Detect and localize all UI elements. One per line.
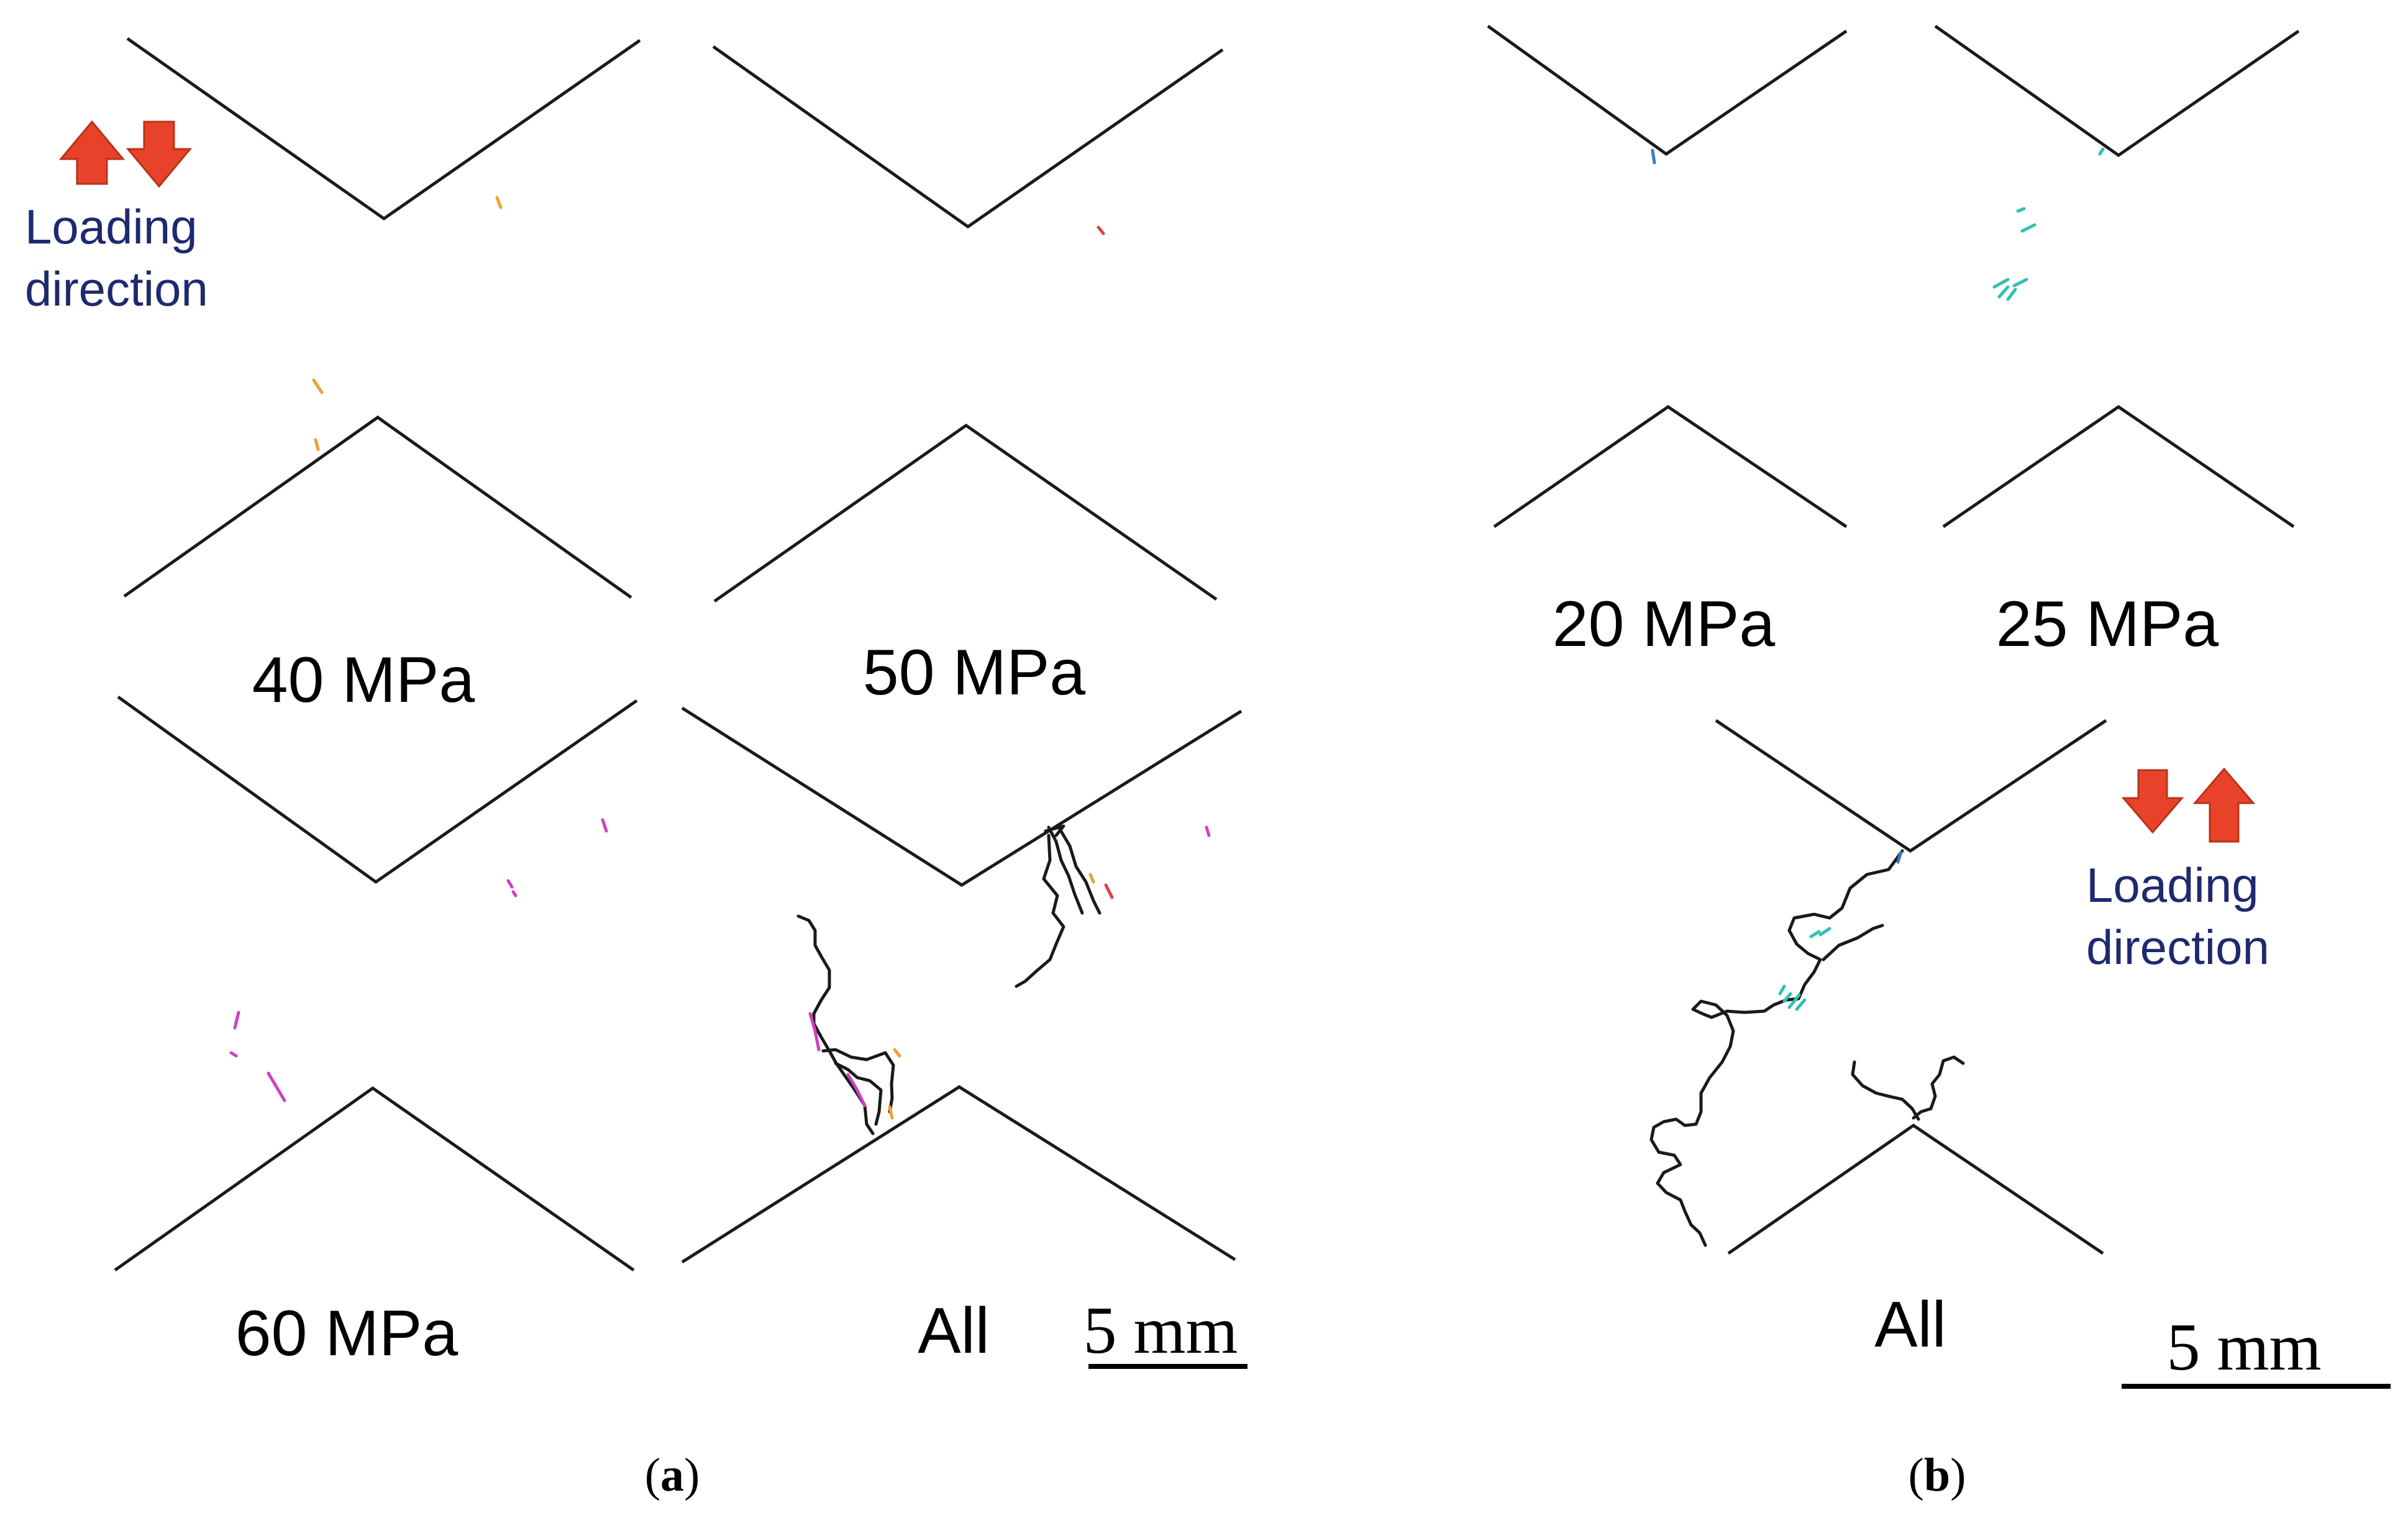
crack-segment bbox=[229, 1051, 238, 1058]
crack-path bbox=[1912, 1055, 1965, 1120]
notch-bottom bbox=[1727, 1123, 2104, 1255]
crack-segment bbox=[1818, 927, 1831, 937]
arrow-down-icon bbox=[125, 120, 193, 188]
crack-segment bbox=[1782, 992, 1792, 1003]
panel-caption-b: (b) bbox=[1909, 1449, 1966, 1501]
panel-caption-a: (a) bbox=[645, 1449, 700, 1501]
loading-label-line2: direction bbox=[2086, 920, 2269, 975]
stress-label: All bbox=[918, 1295, 990, 1367]
crack-segment bbox=[2098, 147, 2105, 156]
loading-label-line1: Loading bbox=[2086, 858, 2259, 912]
crack-segment bbox=[1097, 225, 1105, 235]
stress-label: 25 MPa bbox=[1996, 588, 2219, 660]
subpanel-b-20: 20 MPa bbox=[1487, 24, 1848, 660]
crack-path bbox=[1058, 827, 1101, 915]
crack-path bbox=[821, 1048, 895, 1114]
stress-label: 50 MPa bbox=[863, 637, 1086, 709]
crack-path bbox=[1649, 849, 1904, 1247]
arrow-down-icon bbox=[2121, 769, 2184, 834]
crack-segment bbox=[2012, 278, 2028, 288]
crack-segment bbox=[2006, 288, 2017, 301]
notch-top bbox=[681, 706, 1243, 887]
subpanel-a-40: 40 MPa bbox=[123, 37, 641, 716]
notch-bottom bbox=[1942, 404, 2295, 529]
crack-segment bbox=[1896, 850, 1903, 864]
crack-segment bbox=[1992, 278, 2010, 289]
crack-segment bbox=[1795, 998, 1807, 1011]
loading-direction-b: Loading direction bbox=[2086, 767, 2269, 975]
crack-segment bbox=[1088, 873, 1095, 884]
arrow-up-icon bbox=[58, 120, 125, 185]
crack-segment bbox=[2020, 223, 2036, 233]
crack-path bbox=[1015, 834, 1065, 988]
crack-segment bbox=[267, 1071, 286, 1102]
crack-segment bbox=[2016, 207, 2026, 213]
arrow-up-icon bbox=[2192, 767, 2256, 843]
crack-segment bbox=[1778, 984, 1786, 996]
notch-top bbox=[117, 695, 638, 884]
subpanel-a-60: 60 MPa bbox=[114, 695, 638, 1370]
crack-segment bbox=[601, 818, 608, 833]
crack-segment bbox=[1997, 285, 2010, 299]
stress-label: 40 MPa bbox=[252, 644, 475, 716]
notch-top bbox=[1934, 24, 2300, 158]
stress-label: All bbox=[1874, 1289, 1946, 1361]
crack-segment bbox=[893, 1048, 901, 1058]
crack-segment bbox=[314, 438, 320, 452]
panel-a: 40 MPa 50 MPa 60 MPa bbox=[25, 37, 1247, 1501]
crack-path bbox=[1044, 824, 1065, 837]
scale-bar-a: 5 mm bbox=[1083, 1294, 1247, 1369]
subpanel-a-50: 50 MPa bbox=[712, 45, 1224, 709]
crack-segment bbox=[1651, 148, 1656, 165]
notch-bottom bbox=[681, 1085, 1236, 1264]
notch-bottom bbox=[1493, 404, 1848, 529]
panel-b: 20 MPa 25 MPa bbox=[1487, 24, 2391, 1501]
crack-segment bbox=[233, 1011, 240, 1030]
crack-segment bbox=[1787, 993, 1801, 1009]
crack-segment bbox=[1205, 825, 1211, 837]
loading-label-line2: direction bbox=[25, 261, 208, 316]
crack-segment bbox=[808, 1012, 821, 1052]
crack-segment bbox=[1104, 883, 1114, 899]
subpanel-b-all: All bbox=[1649, 719, 2107, 1361]
crack-segment bbox=[1809, 930, 1821, 938]
notch-top bbox=[1715, 719, 2107, 853]
scale-bar-label: 5 mm bbox=[2166, 1311, 2321, 1384]
subpanel-b-25: 25 MPa bbox=[1934, 24, 2300, 660]
scale-bar-b: 5 mm bbox=[2122, 1311, 2391, 1389]
crack-path bbox=[1851, 1060, 1920, 1121]
stress-label: 20 MPa bbox=[1553, 588, 1776, 660]
crack-segment bbox=[312, 378, 324, 394]
subpanel-a-all: All bbox=[681, 706, 1243, 1367]
crack-segment bbox=[495, 196, 503, 209]
notch-top bbox=[126, 37, 641, 221]
scale-bar-label: 5 mm bbox=[1083, 1294, 1238, 1368]
crack-segment bbox=[506, 879, 514, 889]
crack-path bbox=[834, 1061, 883, 1126]
loading-direction-a: Loading direction bbox=[25, 120, 208, 316]
notch-bottom bbox=[123, 415, 632, 599]
crack-path bbox=[1822, 924, 1884, 961]
crack-segment bbox=[846, 1073, 867, 1107]
notch-bottom bbox=[713, 423, 1218, 603]
crack-path bbox=[1047, 825, 1084, 915]
notch-top bbox=[1487, 24, 1848, 157]
stress-label: 60 MPa bbox=[235, 1297, 458, 1370]
notch-top bbox=[712, 45, 1224, 229]
crack-segment bbox=[511, 890, 518, 897]
crack-segment bbox=[888, 1105, 894, 1120]
loading-label-line1: Loading bbox=[25, 199, 198, 254]
notch-bottom bbox=[114, 1086, 635, 1272]
